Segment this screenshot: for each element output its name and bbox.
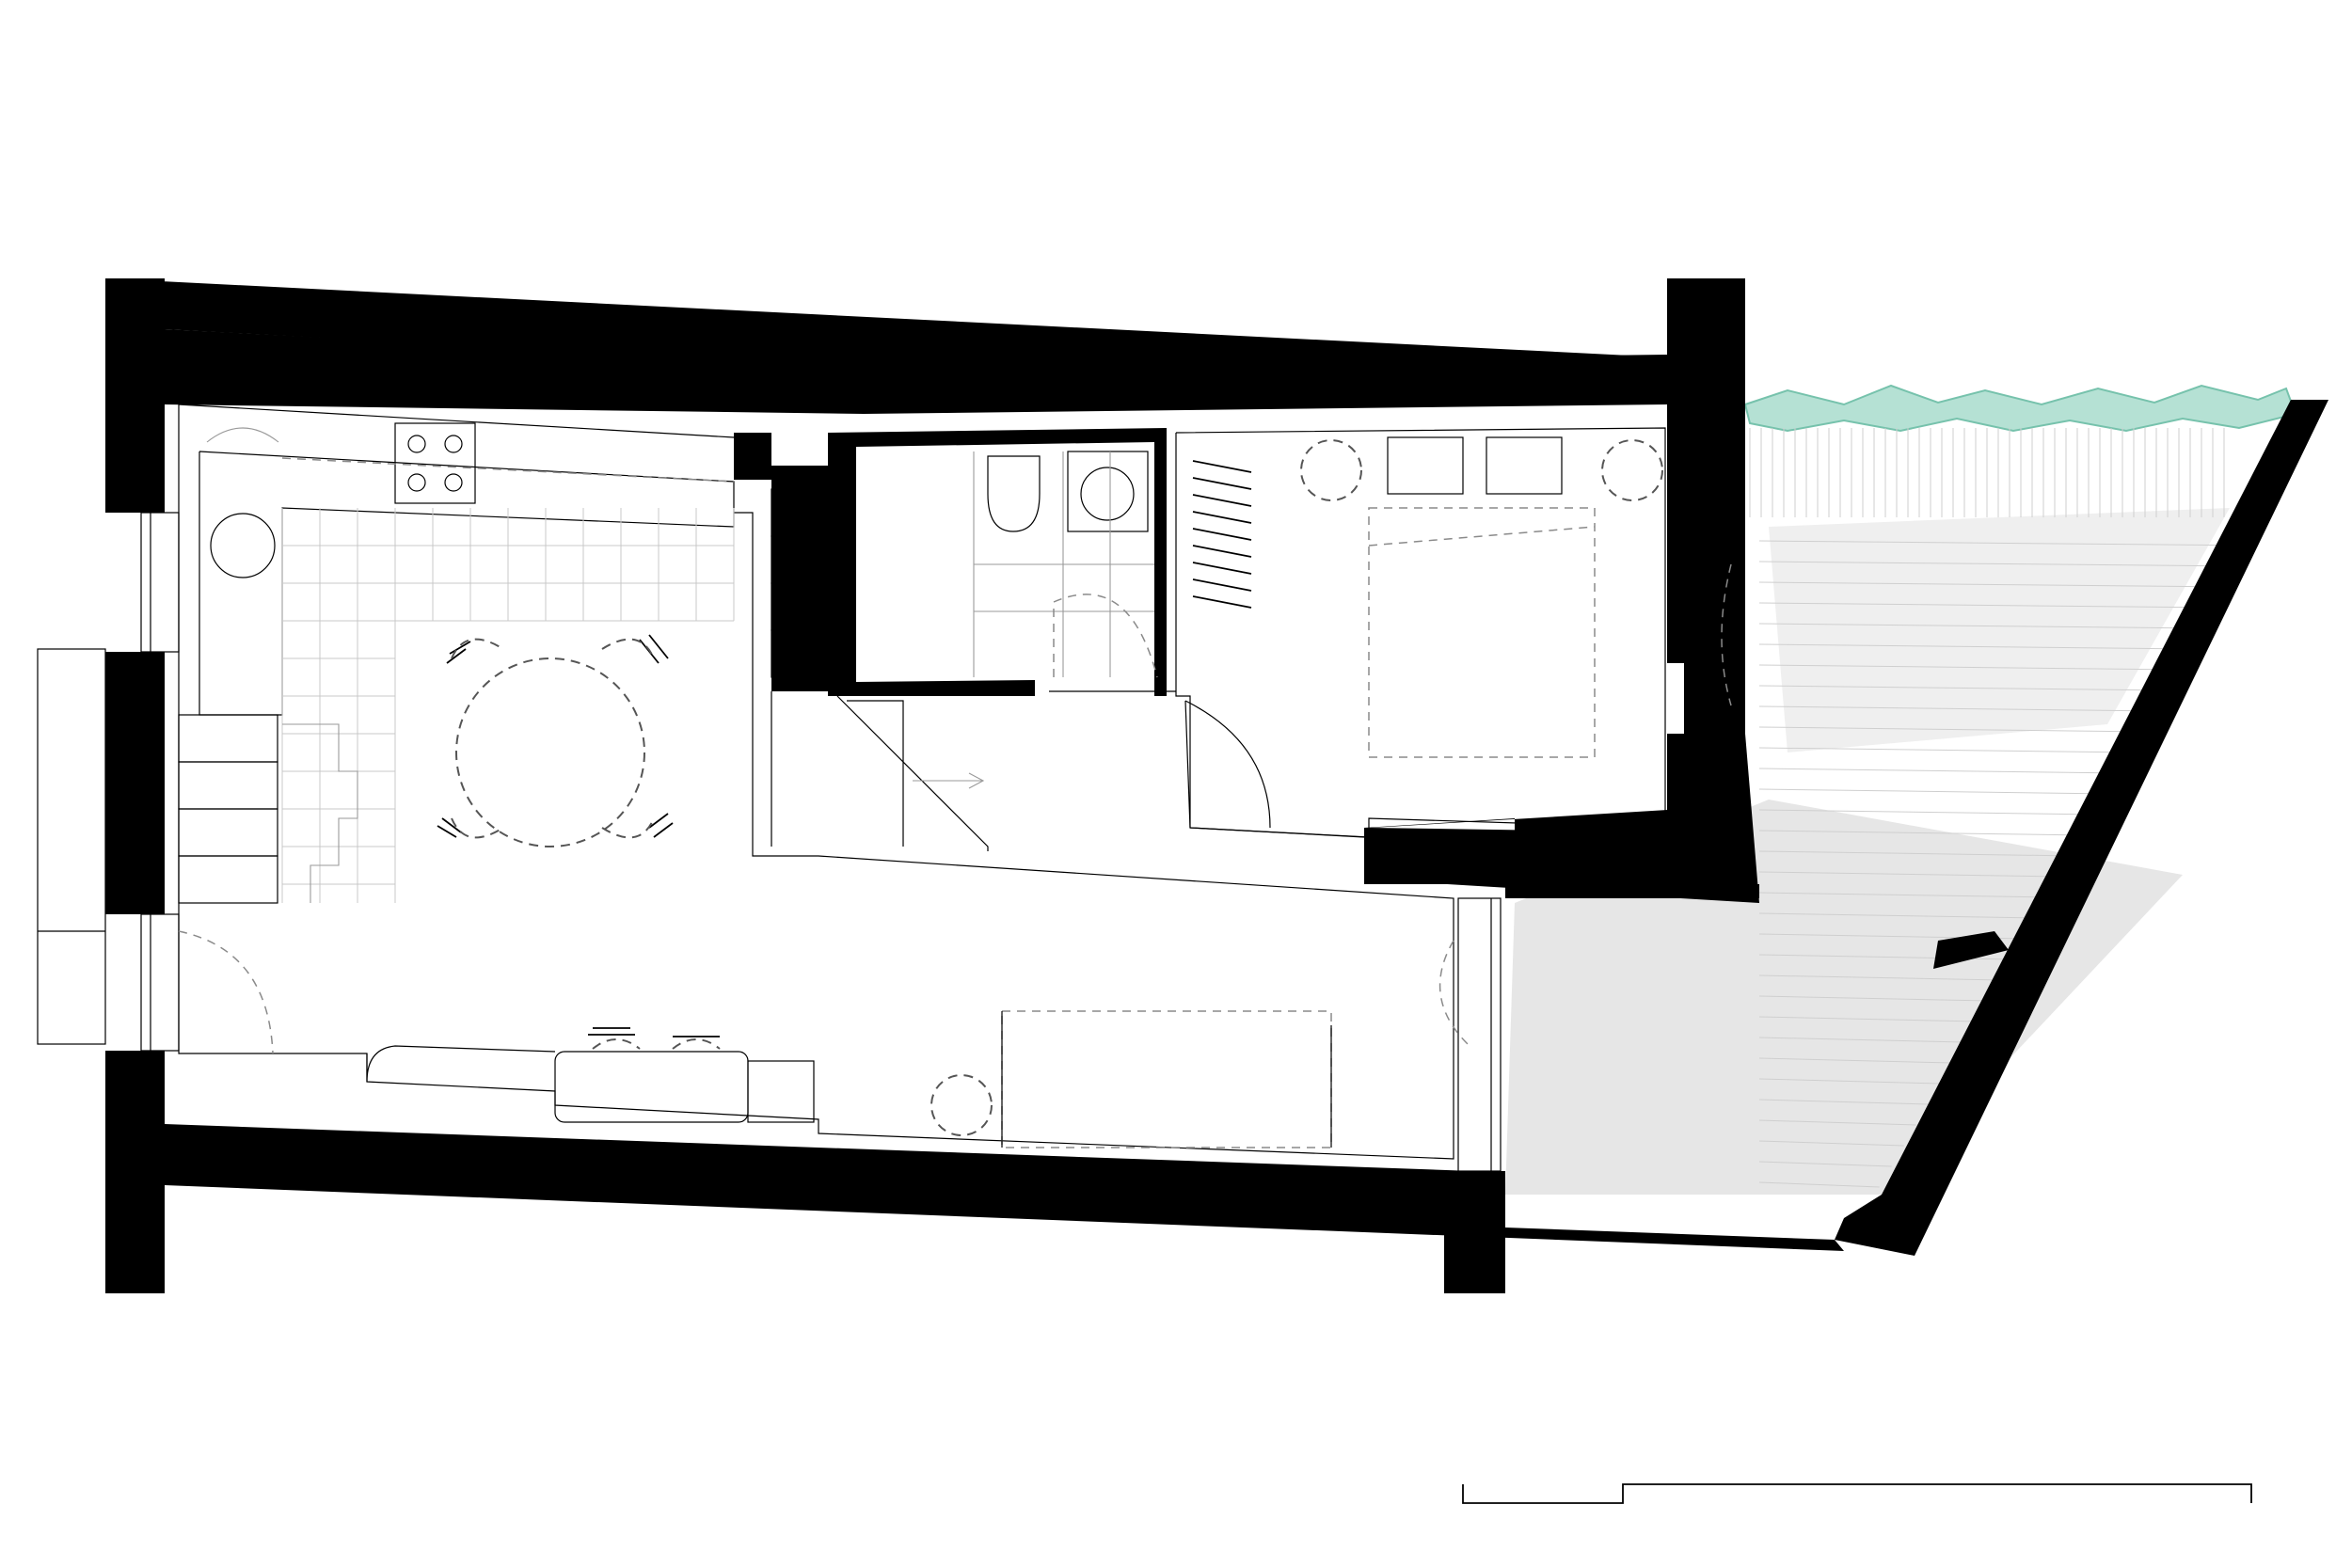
hob-burner	[444, 435, 463, 453]
hanger	[1192, 528, 1252, 541]
wall-left-bottom	[105, 1051, 165, 1293]
kitchen-tiles	[281, 508, 735, 903]
deck-board-line	[1758, 540, 2259, 546]
fence-pickets	[1749, 428, 2225, 517]
planting	[1743, 384, 2297, 517]
openings	[37, 512, 1741, 1172]
hanger	[1192, 578, 1252, 592]
bathroom	[973, 451, 1158, 678]
wall-south	[165, 1124, 1844, 1251]
deck-board-line	[1758, 1181, 1880, 1188]
fridge-rounded	[206, 427, 279, 443]
deck-board-line	[1758, 1161, 1892, 1167]
hanger	[1192, 477, 1252, 490]
deck-board-line	[1758, 1140, 1904, 1147]
deck-board-line	[1758, 1016, 1978, 1022]
hanger	[1192, 562, 1252, 575]
deck-board-line	[1758, 1037, 1965, 1043]
deck-board-line	[1758, 871, 2063, 878]
deck-board-line	[1758, 788, 2112, 795]
hanger	[1192, 494, 1252, 507]
deck-board-line	[1758, 892, 2051, 898]
deck-board-line	[1758, 581, 2234, 588]
wall-right-upper	[1667, 278, 1745, 531]
deck-board-line	[1758, 623, 2210, 629]
hob-burner	[407, 435, 426, 453]
deck-board-line	[1758, 995, 1990, 1002]
deck-board-line	[1758, 1119, 1916, 1126]
bedroom	[1184, 436, 1663, 829]
terrace-shade-light	[1769, 508, 2230, 752]
deck-board-line	[1758, 602, 2222, 609]
interior	[37, 404, 1741, 1172]
hob-burner	[407, 473, 426, 492]
wall-terrace-notch	[1933, 931, 2009, 969]
hob-burner	[444, 473, 463, 492]
deck-board-line	[1758, 705, 2161, 712]
deck-board-line	[1758, 1078, 1941, 1085]
deck-board-line	[1758, 726, 2149, 733]
deck-board-line	[1758, 685, 2173, 691]
kitchen-counter-edge	[178, 404, 735, 438]
hanger	[1192, 545, 1252, 558]
deck-board-line	[1758, 850, 2075, 857]
deck-board-line	[1758, 747, 2137, 753]
wardrobe-hangers	[1192, 460, 1252, 609]
bedroom-outline	[1175, 427, 1666, 838]
hanger	[1192, 511, 1252, 524]
wall-core-block	[771, 466, 828, 691]
deck-board-line	[1758, 830, 2088, 836]
deck-board-line	[1758, 643, 2198, 650]
deck-board-line	[1758, 561, 2247, 567]
deck-board-line	[1758, 974, 2002, 981]
dining-table	[437, 634, 674, 847]
wall-terrace-edge	[1835, 400, 2328, 1256]
hanger	[1192, 595, 1252, 609]
deck-board-line	[1758, 768, 2124, 774]
wall-left-mid	[105, 652, 165, 914]
wall-north	[165, 329, 1667, 414]
deck-board-line	[1758, 809, 2100, 816]
wall-left-top	[105, 278, 165, 513]
planting-hedge	[1743, 384, 2297, 433]
deck-board-line	[1758, 1099, 1929, 1105]
hanger	[1192, 460, 1252, 473]
living-furniture	[366, 1010, 1332, 1148]
walls	[105, 278, 2328, 1293]
deck-board-line	[1758, 664, 2185, 671]
wall-partition-kitchen	[734, 433, 771, 480]
wall-right-mid	[1369, 734, 1759, 903]
deck-board-line	[1758, 1057, 1953, 1064]
stair	[178, 488, 989, 904]
deck-board-line	[1758, 912, 2039, 919]
wall-south-stub	[1444, 1171, 1505, 1293]
scale-bar	[1462, 1483, 2252, 1504]
sink	[210, 513, 276, 578]
wall-bathroom	[828, 428, 1167, 696]
